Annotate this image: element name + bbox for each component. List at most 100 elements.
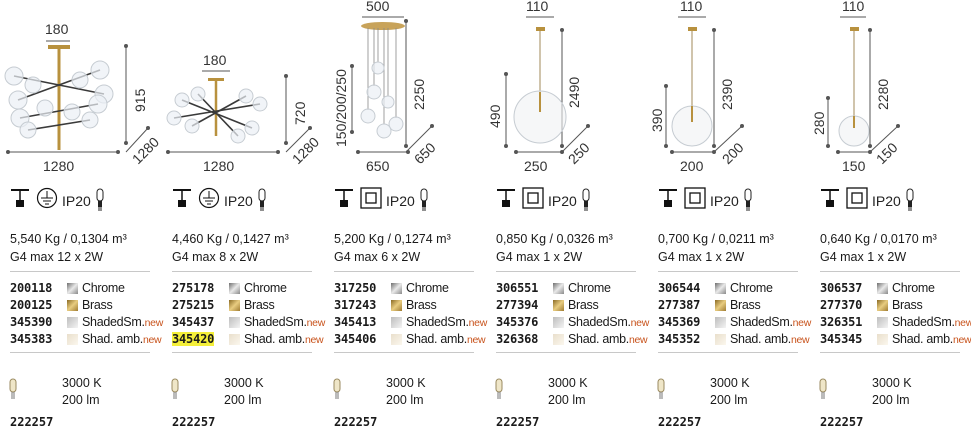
variant-finish: ShadedSm. (244, 315, 307, 329)
lamp-spec: G4 max 8 x 2W (172, 250, 259, 264)
variant-code: 326368 (496, 332, 539, 346)
dim-height: 2490 (566, 77, 582, 108)
earth-ground-icon (198, 187, 220, 209)
new-label: new (142, 334, 162, 346)
g4-bulb-icon (657, 378, 665, 399)
variant-finish: Chrome (730, 281, 773, 295)
new-label: new (952, 334, 971, 346)
bulb-included-icon (420, 188, 428, 211)
dim-height: 2250 (411, 79, 427, 110)
product-drawing-5: 110 200 2390 200 390 (649, 0, 747, 174)
variant-finish: Chrome (244, 281, 287, 295)
product-drawing-6: 110 150 2280 150 280 (811, 0, 901, 174)
color-temperature: 3000 K (872, 376, 912, 390)
ip-rating: IP20 (224, 193, 253, 209)
variant-finish: Shad. amb. (244, 332, 305, 346)
dim-top-width: 180 (203, 52, 227, 68)
double-insulation-icon (522, 187, 544, 209)
lamp-spec: G4 max 12 x 2W (10, 250, 104, 264)
color-temperature: 3000 K (386, 376, 426, 390)
variant-code: 306544 (658, 281, 701, 295)
shaded-smoky-swatch (715, 317, 726, 328)
variant-finish: Chrome (82, 281, 125, 295)
variant-code: 277387 (658, 298, 701, 312)
dim-depth: 150 (873, 139, 901, 167)
shaded-smoky-swatch (67, 317, 78, 328)
dim-height: 915 (132, 88, 148, 112)
weight-volume: 0,850 Kg / 0,0326 m³ (496, 232, 613, 246)
new-label: new (628, 334, 648, 346)
ceiling-mount-icon (173, 189, 191, 207)
variant-code: 277394 (496, 298, 539, 312)
ceiling-mount-icon (821, 189, 839, 207)
dim-drop: 490 (487, 104, 503, 128)
shaded-amber-swatch (391, 334, 402, 345)
color-temperature: 3000 K (710, 376, 750, 390)
bulb-code: 222257 (10, 415, 54, 429)
lamp-spec: G4 max 1 x 2W (820, 250, 907, 264)
product-drawing-4: 110 250 2490 250 490 (487, 0, 593, 174)
variant-finish: Shad. amb. (406, 332, 467, 346)
divider (820, 352, 960, 353)
product-column-5: 110 200 2390 200 390 IP20 0,700 Kg / 0,0… (648, 0, 812, 431)
ip-rating: IP20 (548, 193, 577, 209)
brass-swatch (229, 300, 240, 311)
chrome-swatch (877, 283, 888, 294)
variant-code: 345383 (10, 332, 53, 346)
weight-volume: 5,540 Kg / 0,1304 m³ (10, 232, 127, 246)
variant-code: 345437 (172, 315, 215, 329)
chrome-swatch (715, 283, 726, 294)
shaded-amber-swatch (553, 334, 564, 345)
weight-volume: 4,460 Kg / 0,1427 m³ (172, 232, 289, 246)
dim-top-width: 180 (45, 21, 69, 37)
variant-row: 306544 Chrome (658, 281, 808, 298)
variant-finish: ShadedSm. (568, 315, 631, 329)
g4-bulb-icon (333, 378, 341, 399)
dim-height: 2390 (719, 79, 735, 110)
divider (10, 271, 150, 272)
divider (496, 271, 636, 272)
new-label: new (304, 334, 324, 346)
new-label: new (792, 317, 812, 329)
shaded-smoky-swatch (391, 317, 402, 328)
new-label: new (468, 317, 488, 329)
variant-code: 277370 (820, 298, 863, 312)
spec-icons: IP20 (334, 187, 484, 215)
divider (172, 271, 312, 272)
shaded-smoky-swatch (877, 317, 888, 328)
spec-icons: IP20 (10, 187, 160, 215)
divider (334, 271, 474, 272)
dim-drop: 390 (649, 108, 665, 132)
ip-rating: IP20 (710, 193, 739, 209)
variant-finish: Brass (568, 298, 599, 312)
product-column-3: 500 650 2250 650 150/200/250 IP20 5,200 … (324, 0, 488, 431)
bulb-code: 222257 (820, 415, 864, 429)
dim-depth: 250 (565, 139, 593, 167)
ceiling-mount-icon (335, 189, 353, 207)
bulb-included-icon (582, 188, 590, 211)
product-column-1: 180 1280 915 1280 IP20 5,540 Kg / 0,1304… (0, 0, 164, 431)
chrome-swatch (67, 283, 78, 294)
new-label: new (466, 334, 486, 346)
variant-finish: ShadedSm. (892, 315, 955, 329)
chrome-swatch (553, 283, 564, 294)
variant-code-highlighted: 345420 (172, 332, 215, 346)
weight-volume: 0,700 Kg / 0,0211 m³ (658, 232, 774, 246)
variant-finish: ShadedSm. (730, 315, 793, 329)
bulb-code: 222257 (172, 415, 216, 429)
brass-swatch (391, 300, 402, 311)
color-temperature: 3000 K (548, 376, 588, 390)
g4-bulb-icon (819, 378, 827, 399)
luminous-flux: 200 lm (548, 393, 586, 407)
new-label: new (144, 317, 164, 329)
